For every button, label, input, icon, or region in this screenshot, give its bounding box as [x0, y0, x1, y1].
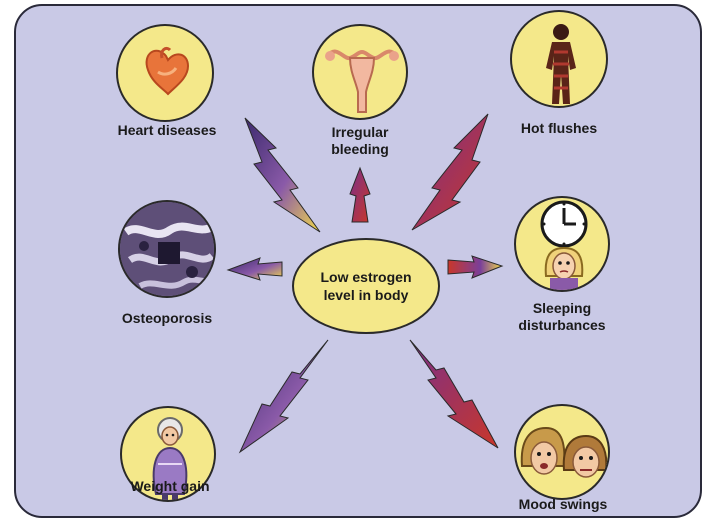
node-label-sleeping-disturbances: Sleeping disturbances — [504, 300, 620, 334]
body-silhouette-icon — [512, 12, 608, 108]
heart-diseases-node — [116, 24, 214, 122]
node-label-osteoporosis: Osteoporosis — [100, 310, 234, 327]
mood-swings-node — [514, 404, 610, 500]
uterus-icon — [314, 26, 408, 120]
center-label: Low estrogen level in body — [320, 268, 411, 304]
arguing-women-icon — [516, 406, 610, 500]
node-label-irregular-bleeding: Irregular bleeding — [300, 124, 420, 158]
osteoporosis-node — [118, 200, 216, 298]
irregular-bleeding-node — [312, 24, 408, 120]
clock-woman-icon — [516, 198, 610, 292]
node-label-weight-gain: Weight gain — [106, 478, 234, 495]
node-label-hot-flushes: Hot flushes — [500, 120, 618, 137]
node-label-heart-diseases: Heart diseases — [100, 122, 234, 139]
heart-icon — [118, 26, 214, 122]
center-node: Low estrogen level in body — [292, 238, 440, 334]
node-label-mood-swings: Mood swings — [504, 496, 622, 513]
bone-xray-icon — [120, 202, 216, 298]
sleeping-disturbances-node — [514, 196, 610, 292]
hot-flushes-node — [510, 10, 608, 108]
